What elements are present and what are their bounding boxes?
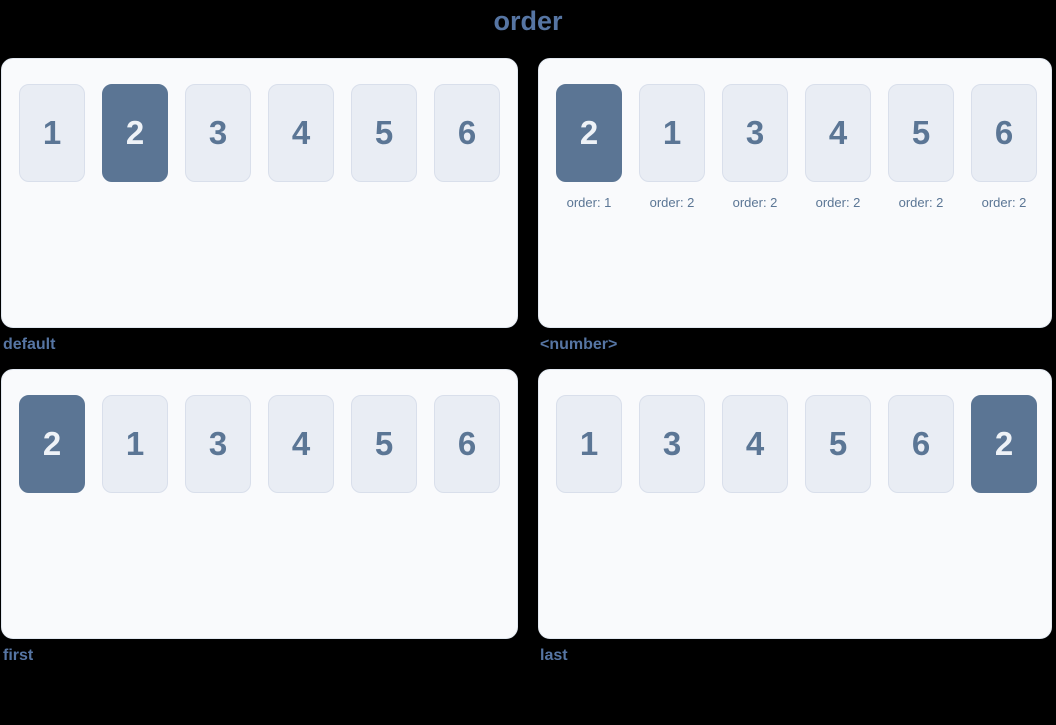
flex-item: 1: [102, 395, 168, 493]
box-3: 3: [722, 84, 788, 182]
box-4: 4: [268, 395, 334, 493]
highlighted-box-2: 2: [102, 84, 168, 182]
box-5: 5: [351, 395, 417, 493]
order-value-label: order: 2: [981, 195, 1027, 210]
panel-caption-last: last: [540, 647, 568, 664]
highlighted-box-2: 2: [556, 84, 622, 182]
flex-item: 6: [434, 84, 500, 182]
flex-item: 2: [102, 84, 168, 182]
flex-container-number: 2 order: 1 1 order: 2 3 order: 2 4 order: 2 5 ord…: [538, 58, 1052, 328]
order-value-label: order: 1: [566, 195, 612, 210]
box-6: 6: [434, 395, 500, 493]
flex-item: 4: [268, 84, 334, 182]
flex-item: 3: [185, 395, 251, 493]
flex-item: 6 order: 2: [971, 84, 1037, 209]
page-title: order: [493, 6, 563, 36]
box-4: 4: [268, 84, 334, 182]
highlighted-box-2: 2: [19, 395, 85, 493]
box-6: 6: [434, 84, 500, 182]
box-5: 5: [351, 84, 417, 182]
flex-item: 4: [722, 395, 788, 493]
flex-item: 6: [888, 395, 954, 493]
flex-item: 2: [971, 395, 1037, 493]
flex-item: 2: [19, 395, 85, 493]
order-value-label: order: 2: [898, 195, 944, 210]
box-6: 6: [971, 84, 1037, 182]
box-1: 1: [19, 84, 85, 182]
panel-caption-default: default: [3, 336, 56, 353]
flex-item: 1: [556, 395, 622, 493]
order-value-label: order: 2: [815, 195, 861, 210]
box-6: 6: [888, 395, 954, 493]
box-3: 3: [639, 395, 705, 493]
panel-caption-first: first: [3, 647, 34, 664]
flex-item: 5 order: 2: [888, 84, 954, 209]
box-5: 5: [805, 395, 871, 493]
flex-item: 1 order: 2: [639, 84, 705, 209]
flex-item: 6: [434, 395, 500, 493]
flex-item: 3: [185, 84, 251, 182]
flex-item: 5: [351, 84, 417, 182]
box-3: 3: [185, 84, 251, 182]
flex-item: 3 order: 2: [722, 84, 788, 209]
box-1: 1: [639, 84, 705, 182]
box-1: 1: [556, 395, 622, 493]
flex-item: 1: [19, 84, 85, 182]
box-5: 5: [888, 84, 954, 182]
flex-item: 5: [351, 395, 417, 493]
panel-cell-number: 2 order: 1 1 order: 2 3 order: 2 4 order: 2 5 ord…: [538, 58, 1052, 369]
box-1: 1: [102, 395, 168, 493]
order-value-label: order: 2: [649, 195, 695, 210]
box-4: 4: [722, 395, 788, 493]
panel-caption-number: <number>: [540, 336, 618, 353]
box-3: 3: [185, 395, 251, 493]
box-4: 4: [805, 84, 871, 182]
flex-item: 5: [805, 395, 871, 493]
flex-item: 4 order: 2: [805, 84, 871, 209]
flex-item: 3: [639, 395, 705, 493]
flex-item: 2 order: 1: [556, 84, 622, 209]
flex-item: 4: [268, 395, 334, 493]
order-value-label: order: 2: [732, 195, 778, 210]
highlighted-box-2: 2: [971, 395, 1037, 493]
